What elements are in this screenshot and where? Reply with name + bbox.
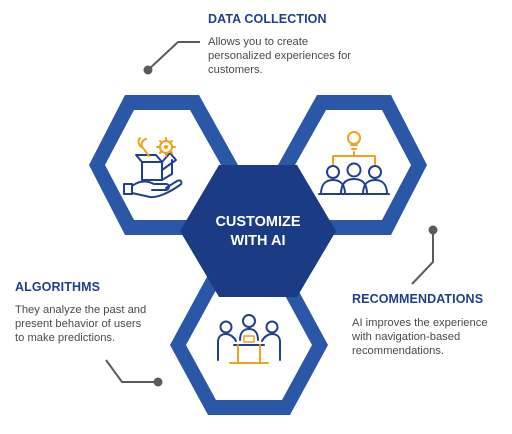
data-collection-description: Allows you to create personalized experi… bbox=[208, 35, 408, 77]
connector-data-collection bbox=[143, 41, 200, 75]
algorithms-desc-line: present behavior of users bbox=[15, 318, 142, 330]
algorithms-description: They analyze the past and present behavi… bbox=[15, 303, 175, 345]
center-title-line2: WITH AI bbox=[230, 233, 286, 249]
connector-algorithms bbox=[105, 359, 163, 387]
algorithms-desc-line: They analyze the past and bbox=[15, 304, 147, 316]
recommendations-description: AI improves the experience with navigati… bbox=[352, 316, 508, 358]
recommendations-desc-line: with navigation-based bbox=[352, 331, 461, 343]
data-collection-desc-line: Allows you to create bbox=[208, 36, 309, 48]
algorithms-desc-line: to make predictions. bbox=[15, 332, 116, 344]
data-collection-title: DATA COLLECTION bbox=[208, 12, 327, 26]
hand-box-gears-icon bbox=[123, 137, 183, 199]
recommendations-title: RECOMMENDATIONS bbox=[352, 292, 484, 306]
algorithms-title: ALGORITHMS bbox=[15, 280, 101, 294]
data-collection-desc-line: personalized experiences for bbox=[208, 50, 352, 62]
recommendations-desc-line: AI improves the experience bbox=[352, 317, 488, 329]
data-collection-desc-line: customers. bbox=[208, 64, 263, 76]
team-lightbulb-icon bbox=[318, 131, 390, 195]
center-title: CUSTOMIZE WITH AI bbox=[188, 213, 328, 251]
recommendations-desc-line: recommendations. bbox=[352, 345, 445, 357]
meeting-table-icon bbox=[217, 314, 281, 364]
hexagon-center bbox=[180, 165, 336, 297]
connector-recommendations bbox=[411, 225, 438, 285]
center-title-line1: CUSTOMIZE bbox=[215, 214, 301, 230]
